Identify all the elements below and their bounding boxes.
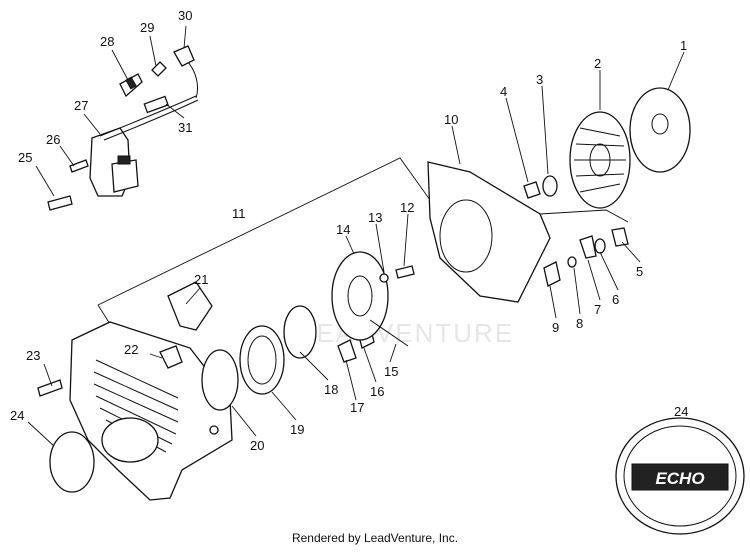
callout-leaders	[27, 25, 685, 447]
washer-6	[594, 238, 606, 254]
callout-4: 4	[500, 84, 507, 99]
bolt-9	[543, 261, 561, 287]
starter-washer-20	[201, 349, 239, 411]
starter-housing[interactable]	[69, 321, 233, 501]
housing-gasket-24	[49, 431, 95, 493]
badge-logo-text: ECHO	[655, 469, 704, 488]
callout-25: 25	[18, 150, 32, 165]
starter-housing-group	[37, 321, 233, 501]
callout-30: 30	[178, 8, 192, 23]
callout-18: 18	[324, 382, 338, 397]
spring-5	[611, 227, 629, 247]
washer-13	[379, 273, 389, 283]
bracket-pawl-set	[539, 209, 629, 223]
shroud-opening	[439, 199, 493, 273]
callout-31: 31	[178, 120, 192, 135]
callout-5: 5	[636, 264, 643, 279]
callouts: 1 2 3 4 5 6 7 8 9 10 11 12 13 14 15 16 1…	[10, 8, 688, 453]
watermark-text: LEADVENTURE	[300, 318, 514, 348]
housing-screw	[37, 379, 63, 397]
footer-credit: Rendered by LeadVenture, Inc.	[291, 531, 459, 545]
ignition-wire-lower-b	[103, 99, 199, 141]
echo-badge-24[interactable]: ECHO	[615, 417, 745, 535]
coil-screw-26	[69, 159, 89, 173]
ignition-wire-upper	[185, 59, 199, 99]
callout-1: 1	[680, 38, 687, 53]
callout-22: 22	[124, 342, 138, 357]
nut-4	[523, 181, 541, 199]
spring-clip	[151, 61, 167, 77]
callout-19: 19	[290, 422, 304, 437]
cover-hub	[651, 113, 669, 135]
callout-20: 20	[250, 438, 264, 453]
callout-2: 2	[594, 56, 601, 71]
callout-13: 13	[368, 210, 382, 225]
starter-rope-15	[369, 319, 409, 347]
pawl-7	[579, 235, 597, 259]
washer-18	[283, 305, 317, 359]
callout-15: 15	[384, 364, 398, 379]
coil-screw-25	[47, 195, 73, 211]
bolt-12	[395, 265, 415, 279]
callout-21: 21	[194, 272, 208, 287]
badge-logo-bar	[631, 463, 729, 491]
wire-grommet	[143, 95, 169, 114]
ignition-coil-group	[47, 45, 199, 211]
starter-handle[interactable]	[167, 281, 213, 331]
callout-29: 29	[140, 20, 154, 35]
fan-shroud-10[interactable]	[427, 161, 551, 303]
housing-rope-port	[101, 417, 159, 463]
callout-3: 3	[536, 72, 543, 87]
callout-14: 14	[336, 222, 350, 237]
callout-16: 16	[370, 384, 384, 399]
callout-26: 26	[46, 132, 60, 147]
group-bracket-11	[97, 157, 431, 306]
washer-8	[567, 256, 577, 268]
spring-coil	[247, 335, 277, 385]
callout-24-gasket: 24	[10, 408, 24, 423]
ignition-wire-lower	[99, 95, 197, 137]
callout-23: 23	[26, 348, 40, 363]
callout-10: 10	[444, 112, 458, 127]
washer-3	[542, 175, 558, 197]
callout-17: 17	[350, 400, 364, 415]
flywheel-cover-1[interactable]	[629, 87, 691, 173]
flywheel-2[interactable]	[569, 111, 631, 209]
coil-terminal	[117, 155, 131, 165]
spark-plug-tip	[125, 76, 137, 90]
callout-28: 28	[100, 34, 114, 49]
pulley-hub	[347, 275, 373, 317]
callout-6: 6	[612, 292, 619, 307]
plug-cap[interactable]	[173, 45, 195, 67]
callout-8: 8	[576, 316, 583, 331]
callout-11: 11	[232, 206, 246, 221]
callout-24-badge: 24	[674, 404, 688, 419]
callout-7: 7	[594, 302, 601, 317]
starter-pulley-14[interactable]	[331, 251, 389, 341]
coil-bracket	[111, 159, 139, 193]
starter-spring-19[interactable]	[239, 325, 285, 395]
housing-boss	[209, 425, 219, 435]
callout-9: 9	[552, 320, 559, 335]
callout-27: 27	[74, 98, 88, 113]
rope-guide-22	[159, 345, 183, 369]
callout-12: 12	[400, 200, 414, 215]
pawl-17	[337, 339, 357, 363]
